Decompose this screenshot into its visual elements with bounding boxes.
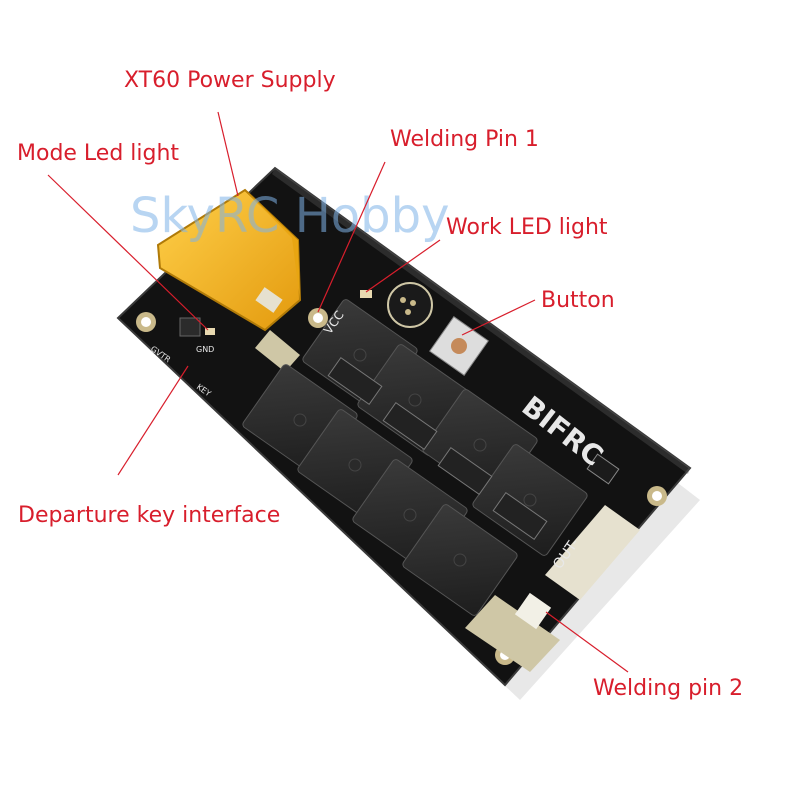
welding-pin-2-leader	[545, 611, 629, 673]
xt60-leader	[217, 111, 239, 197]
callout-work-led-light: Work LED light	[446, 215, 608, 240]
callout-xt60-power-supply: XT60 Power Supply	[124, 68, 336, 93]
welding-pin-1-leader	[317, 161, 386, 313]
pcb-edge	[272, 168, 690, 474]
watermark-logo: SkyRC Hobby	[130, 188, 450, 244]
xt60-connector	[156, 188, 302, 332]
buzzer	[387, 282, 433, 328]
callout-lines	[47, 111, 629, 673]
push-button	[429, 316, 489, 376]
callout-mode-led-light: Mode Led light	[17, 141, 180, 166]
diode	[586, 453, 620, 485]
driver-ics	[327, 356, 548, 541]
departure-key-leader	[117, 365, 189, 476]
callout-button: Button	[541, 288, 615, 313]
callout-welding-pin-1: Welding Pin 1	[390, 127, 539, 152]
mode-led-component	[179, 317, 201, 337]
mode-led-leader	[47, 174, 209, 331]
mode-led	[205, 328, 215, 335]
welding-pin-1-pad	[255, 330, 300, 372]
mosfet-array	[242, 299, 588, 616]
work-led	[360, 290, 372, 298]
welding-pin-2-terminal	[514, 592, 552, 630]
work-led-leader	[365, 239, 441, 293]
gnd-silkscreen: GND	[196, 345, 214, 354]
callout-departure-key-interface: Departure key interface	[18, 503, 281, 528]
out-pad	[545, 505, 640, 600]
welding-pin-2-pad	[465, 595, 560, 672]
callout-welding-pin-2: Welding pin 2	[593, 676, 744, 701]
button-leader	[461, 299, 536, 336]
